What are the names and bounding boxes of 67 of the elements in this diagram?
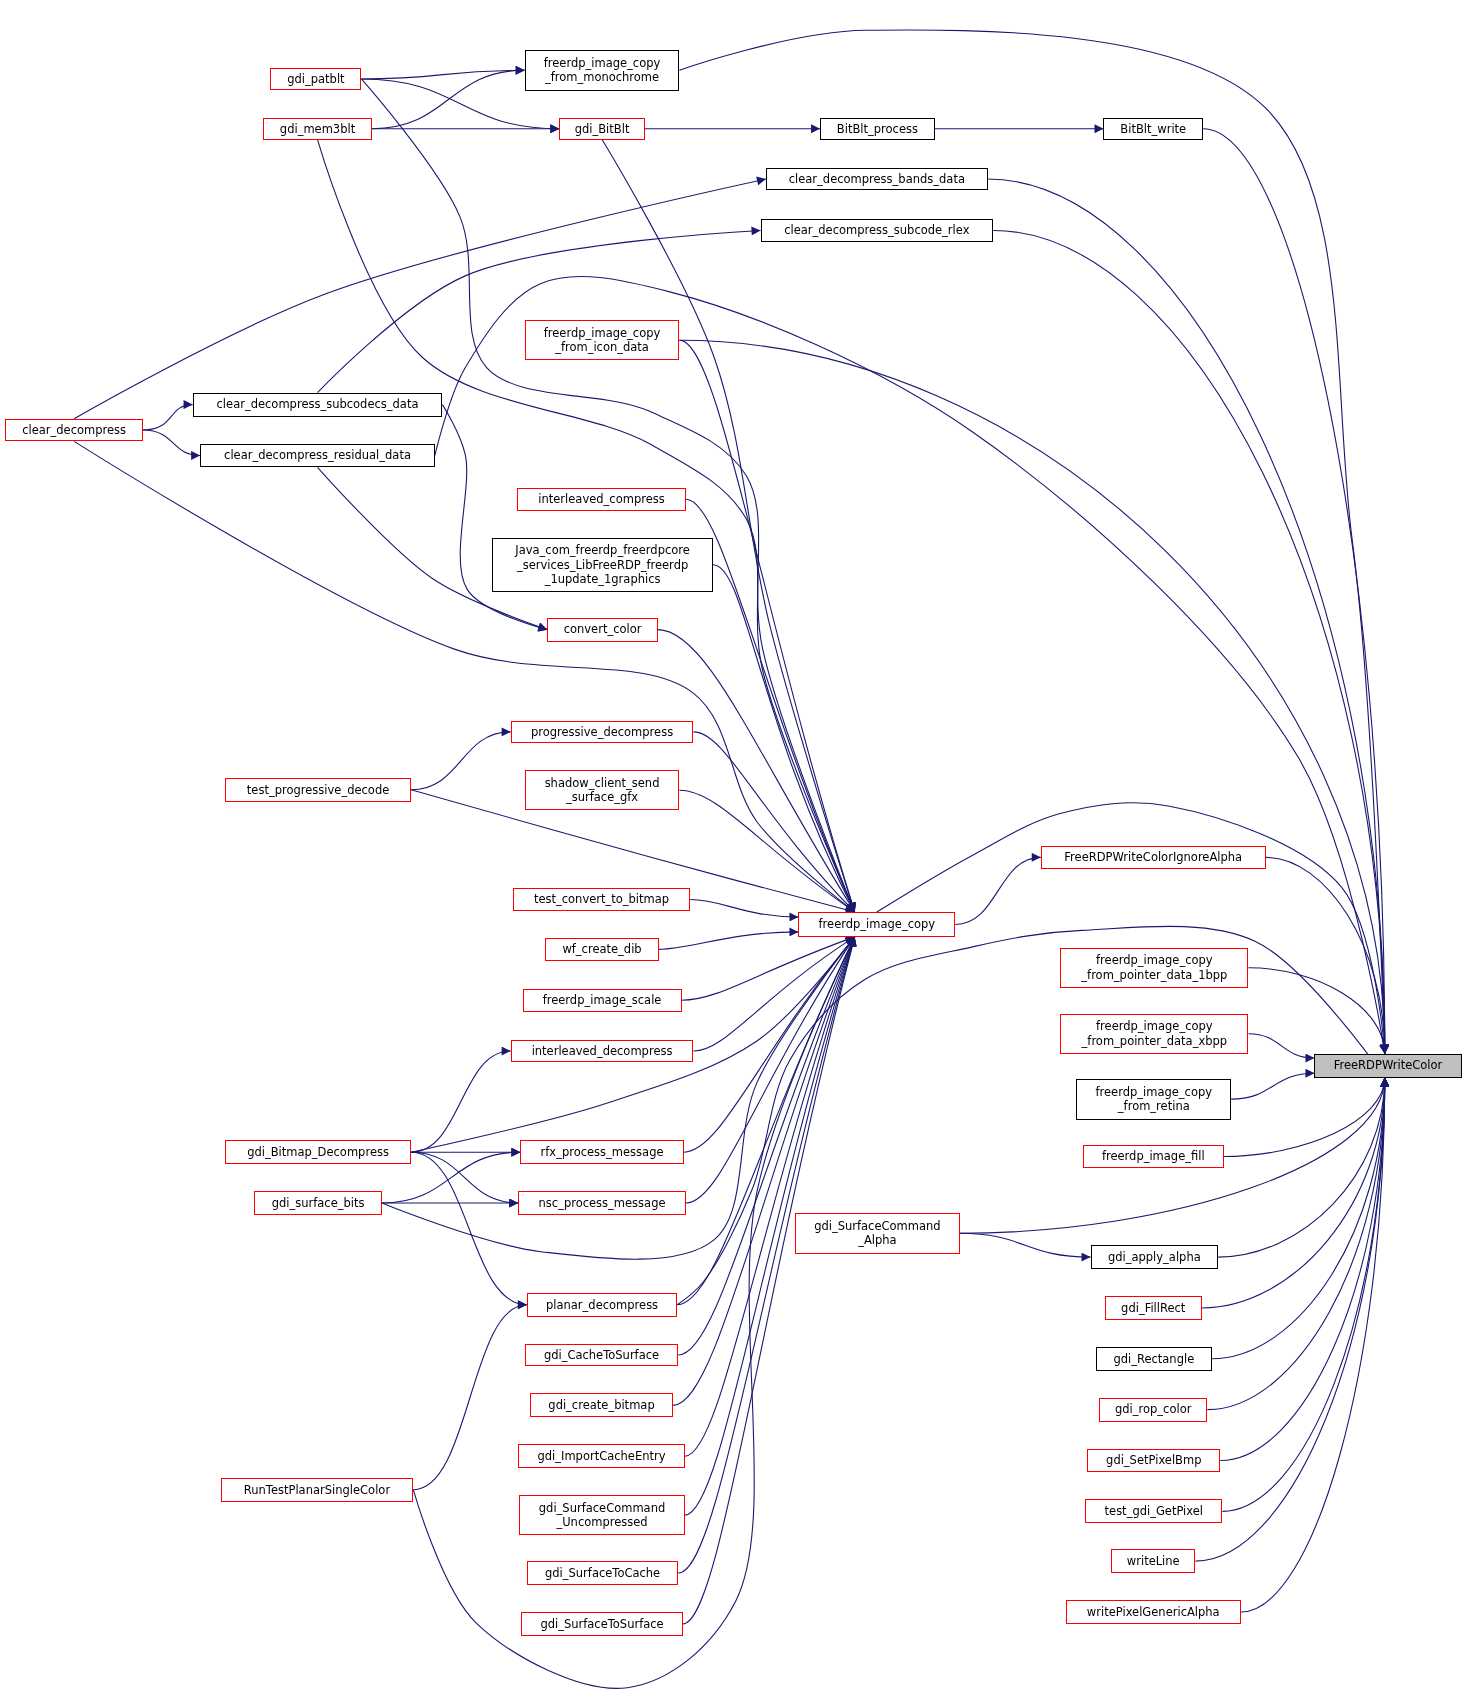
arrow	[371, 124, 560, 134]
function-box: gdi_apply_alpha	[1090, 1245, 1219, 1269]
function-box: interleaved_decompress	[510, 1039, 694, 1063]
function-box: freerdp_image_fill	[1082, 1144, 1224, 1169]
function-box: freerdp_image_copy _from_monochrome	[524, 49, 680, 91]
function-box: freerdp_image_copy _from_pointer_data_xbpp	[1060, 1013, 1249, 1054]
arrow	[381, 1198, 519, 1208]
function-box: test_convert_to_bitmap	[512, 888, 691, 911]
arrow	[658, 927, 799, 950]
function-box: BitBlt_write	[1103, 117, 1203, 140]
function-box: RunTestPlanarSingleColor	[220, 1477, 414, 1502]
function-box: test_gdi_GetPixel	[1085, 1499, 1223, 1524]
function-box: gdi_SurfaceToCache	[526, 1561, 679, 1585]
arrow	[1230, 1069, 1315, 1100]
function-box: gdi_surface_bits	[254, 1191, 382, 1215]
function-box: clear_decompress_residual_data	[200, 443, 435, 468]
function-box: gdi_BitBlt	[559, 117, 645, 140]
function-box: freerdp_image_copy _from_icon_data	[524, 320, 680, 361]
arrow	[73, 176, 767, 420]
function-box: gdi_mem3blt	[262, 117, 373, 140]
function-box: clear_decompress_bands_data	[765, 167, 988, 191]
function-box: gdi_SurfaceCommand _Uncompressed	[519, 1495, 685, 1536]
function-box: gdi_rop_color	[1099, 1397, 1208, 1422]
function-box: gdi_SurfaceToSurface	[521, 1611, 683, 1636]
function-box: freerdp_image_copy _from_retina	[1076, 1078, 1232, 1120]
arrow	[934, 124, 1105, 134]
function-box: gdi_CacheToSurface	[524, 1343, 679, 1367]
function-box: planar_decompress	[526, 1292, 678, 1317]
function-box: writeLine	[1111, 1549, 1196, 1573]
function-box: Java_com_freerdp_freerdpcore _services_LibFreeRDP_freerdp _1update_1graphics	[492, 537, 713, 592]
function-box: FreeRDPWriteColor	[1314, 1053, 1462, 1078]
arrow	[316, 226, 762, 394]
arrow	[412, 1302, 528, 1491]
function-box: shadow_client_send _surface_gfx	[524, 770, 680, 811]
function-box: clear_decompress_subcodecs_data	[192, 392, 443, 417]
arrow	[954, 854, 1042, 925]
function-box: interleaved_compress	[517, 487, 686, 511]
function-box: gdi_ImportCacheEntry	[518, 1444, 685, 1469]
function-box: gdi_SurfaceCommand _Alpha	[795, 1212, 960, 1254]
function-box: nsc_process_message	[518, 1191, 686, 1215]
function-box: freerdp_image_copy	[798, 912, 956, 937]
function-box: rfx_process_message	[520, 1140, 684, 1165]
function-box: BitBlt_process	[820, 117, 935, 140]
function-box: test_progressive_decode	[225, 777, 412, 802]
function-box: gdi_create_bitmap	[530, 1393, 673, 1418]
arrow	[142, 400, 194, 431]
function-box: writePixelGenericAlpha	[1065, 1600, 1241, 1624]
function-box: progressive_decompress	[510, 720, 694, 744]
function-box: gdi_SetPixelBmp	[1087, 1448, 1221, 1473]
function-box: gdi_patblt	[270, 68, 362, 90]
function-box: wf_create_dib	[545, 937, 659, 961]
arrow	[644, 124, 821, 134]
arrow	[316, 466, 548, 631]
function-box: convert_color	[547, 617, 658, 642]
arrow	[142, 429, 201, 460]
function-box: FreeRDPWriteColorIgnoreAlpha	[1040, 846, 1266, 869]
function-box: gdi_Rectangle	[1095, 1346, 1212, 1371]
arrow	[410, 728, 512, 791]
function-box: clear_decompress_subcode_rlex	[760, 218, 994, 243]
function-box: gdi_FillRect	[1104, 1296, 1202, 1320]
arrow	[1247, 1033, 1315, 1062]
arrow	[959, 1232, 1092, 1262]
function-box: clear_decompress	[5, 418, 143, 442]
function-box: gdi_Bitmap_Decompress	[225, 1140, 412, 1165]
function-box: freerdp_image_copy _from_pointer_data_1bpp	[1060, 947, 1249, 988]
function-box: freerdp_image_scale	[522, 988, 682, 1012]
arrow	[689, 899, 799, 922]
